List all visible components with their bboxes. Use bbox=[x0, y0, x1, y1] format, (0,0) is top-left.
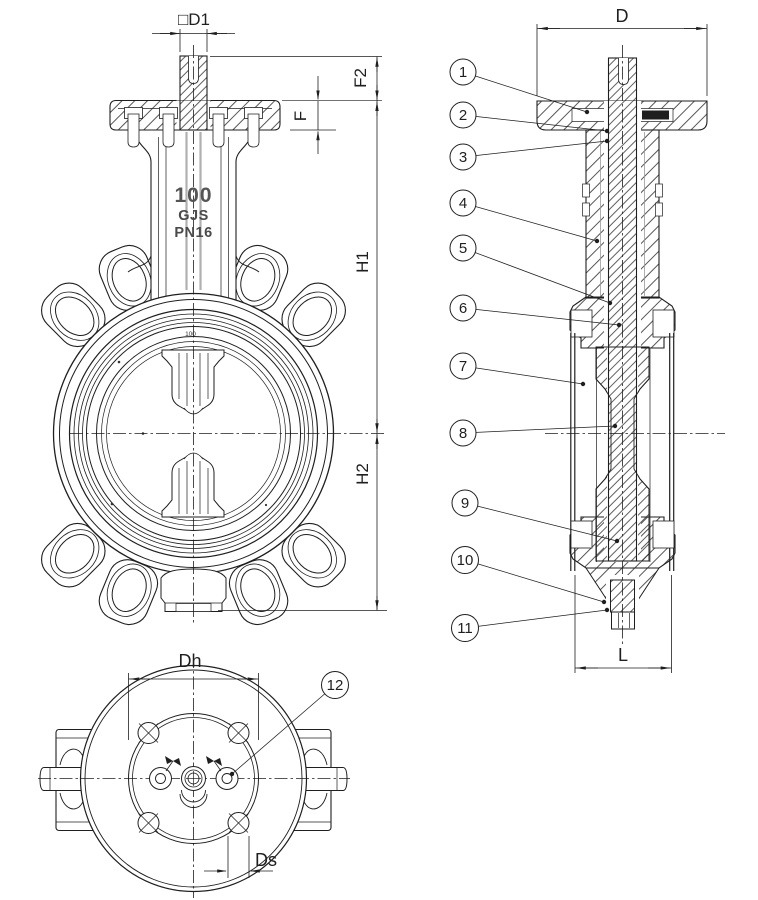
neck-shoulder-left bbox=[127, 255, 152, 273]
callout-4: 4 bbox=[449, 189, 600, 244]
grease-symbol-left bbox=[165, 756, 181, 772]
seat-groove-left bbox=[570, 309, 593, 338]
svg-text:8: 8 bbox=[459, 425, 467, 442]
svg-text:4: 4 bbox=[459, 195, 467, 212]
neck-shoulder-right bbox=[235, 255, 260, 273]
neck-lines bbox=[158, 137, 229, 300]
svg-text:7: 7 bbox=[459, 358, 467, 375]
dim-label-h2: H2 bbox=[353, 463, 372, 485]
svg-text:6: 6 bbox=[459, 300, 467, 317]
svg-text:12: 12 bbox=[327, 677, 344, 694]
callout-11: 11 bbox=[451, 607, 610, 642]
callouts: 1 2 3 4 5 6 7 8 9 10 bbox=[229, 58, 622, 777]
dim-label-d: D bbox=[616, 6, 629, 26]
disc-hub-outline bbox=[595, 346, 650, 562]
flange-slots bbox=[571, 108, 674, 122]
seat-marking: 100 bbox=[185, 331, 196, 338]
side-view: D L bbox=[536, 6, 725, 673]
dim-label-ds: Ds bbox=[255, 850, 277, 870]
grease-symbol-right bbox=[206, 756, 222, 772]
callout-8: 8 bbox=[449, 419, 618, 447]
stem-end bbox=[179, 766, 208, 808]
front-centerlines bbox=[70, 45, 387, 625]
seat-groove-right-lower bbox=[652, 520, 675, 549]
lug-holes bbox=[50, 253, 337, 617]
callout-6: 6 bbox=[449, 294, 622, 328]
svg-text:10: 10 bbox=[457, 552, 474, 569]
callout-10: 10 bbox=[451, 546, 607, 605]
bottom-view: Dh Ds bbox=[38, 651, 350, 898]
svg-text:9: 9 bbox=[461, 495, 469, 512]
dim-label-f2: F2 bbox=[351, 68, 370, 88]
callout-7: 7 bbox=[449, 352, 586, 387]
callout-12: 12 bbox=[229, 671, 349, 777]
bottom-nub bbox=[611, 611, 635, 630]
front-dimensions bbox=[152, 29, 387, 611]
neck-notches bbox=[582, 183, 663, 217]
svg-text:2: 2 bbox=[459, 107, 467, 124]
dim-label-d1: □D1 bbox=[178, 10, 210, 29]
top-flange-section bbox=[109, 55, 281, 148]
svg-text:5: 5 bbox=[459, 240, 467, 257]
disc-hub-bottom bbox=[161, 452, 225, 518]
dim-label-l: L bbox=[618, 645, 628, 665]
svg-text:11: 11 bbox=[457, 620, 473, 637]
callout-1: 1 bbox=[449, 58, 590, 115]
seat-groove-right bbox=[652, 309, 675, 338]
dim-dh bbox=[128, 673, 259, 740]
dim-label-f: F bbox=[291, 111, 310, 121]
callout-5: 5 bbox=[449, 234, 613, 306]
stem-keyway bbox=[618, 58, 629, 85]
neck-marking-pn: PN16 bbox=[174, 225, 212, 241]
dim-label-dh: Dh bbox=[178, 651, 201, 671]
mounting-bolt-holes bbox=[137, 722, 250, 834]
callout-9: 9 bbox=[451, 489, 620, 544]
neck-inner-lines bbox=[600, 132, 645, 296]
flange-bolts bbox=[124, 107, 263, 148]
stem-shadow-lines bbox=[185, 132, 202, 290]
svg-text:1: 1 bbox=[459, 64, 467, 81]
callout-3: 3 bbox=[449, 138, 610, 171]
neck-marking-size: 100 bbox=[174, 184, 212, 207]
dim-d bbox=[536, 24, 708, 96]
side-centerlines bbox=[545, 45, 725, 645]
seat-groove-left-lower bbox=[570, 520, 593, 549]
dim-label-h1: H1 bbox=[353, 251, 372, 273]
callout-2: 2 bbox=[449, 101, 610, 134]
front-view: □D1 F2 F H1 H2 100 GJS PN16 100 bbox=[41, 10, 387, 626]
svg-text:3: 3 bbox=[459, 149, 467, 166]
dim-l bbox=[574, 575, 672, 673]
dim-ds bbox=[204, 836, 273, 878]
neck-marking-material: GJS bbox=[178, 208, 209, 224]
